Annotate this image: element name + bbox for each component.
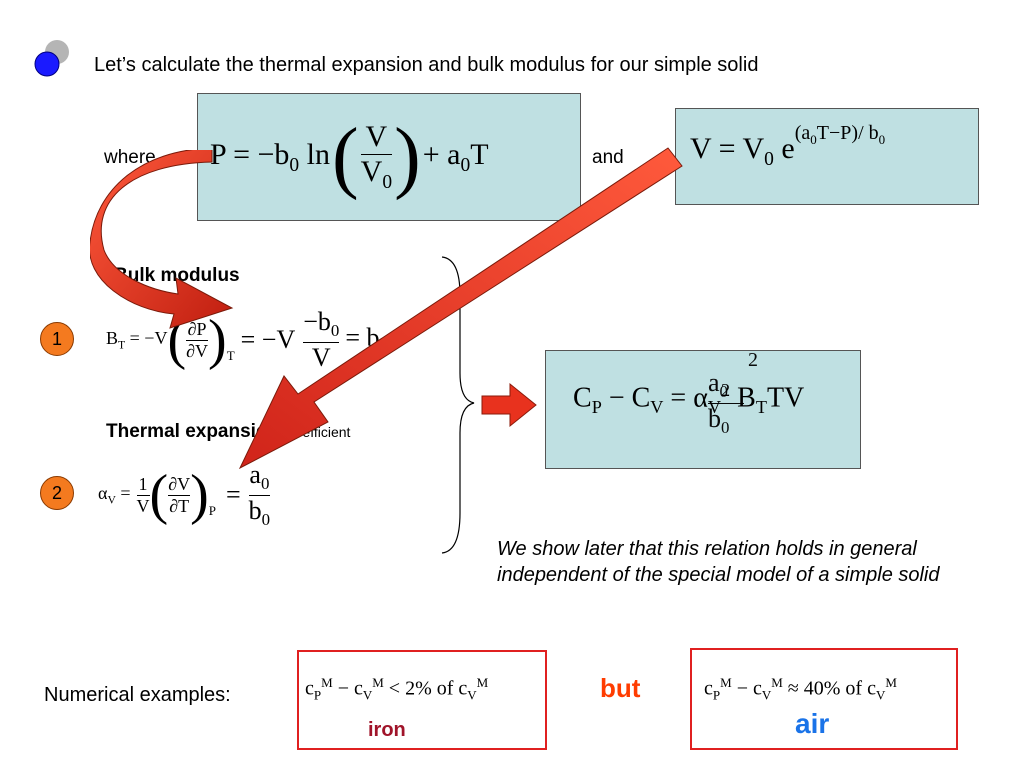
iron-equation: cPM − cVM < 2% of cVM	[305, 675, 489, 703]
air-example-box	[690, 648, 958, 750]
volume-equation: V = V0 e(a0T−P)/ b0	[690, 122, 886, 170]
header-text: Let’s calculate the thermal expansion an…	[94, 54, 759, 76]
curly-brace-icon	[441, 256, 475, 554]
curved-red-arrow-icon	[90, 150, 234, 329]
step-2-badge: 2	[40, 476, 74, 510]
diagonal-red-arrow-icon	[238, 147, 683, 470]
bulk-modulus-equation: BT = −V ( ∂P∂V ) T = −V −b0V = b0	[106, 307, 388, 372]
thermal-expansion-label: Thermal expansion	[106, 421, 280, 442]
result-equation: CP − CV = αV2 BTTV	[573, 380, 805, 417]
bulk-modulus-heading: Bulk modulus	[114, 265, 240, 286]
but-label: but	[600, 673, 641, 703]
iron-label: iron	[368, 719, 406, 741]
air-label: air	[795, 708, 830, 739]
iron-example-box	[297, 650, 547, 750]
and-label: and	[592, 147, 624, 168]
air-equation: cPM − cVM ≈ 40% of cVM	[704, 675, 897, 703]
where-label: where	[104, 147, 156, 168]
right-red-arrow-icon	[481, 382, 537, 428]
generalization-note: We show later that this relation holds i…	[497, 538, 940, 586]
volume-equation-box	[675, 108, 979, 205]
blue-circle-bullet-icon	[34, 40, 69, 77]
step-1-badge: 1	[40, 322, 74, 356]
pressure-equation-box	[197, 93, 581, 221]
result-equation-box	[545, 350, 861, 469]
numerical-examples-label: Numerical examples:	[44, 684, 231, 706]
result-equation-overlay: 2 a0 b0	[708, 349, 758, 438]
